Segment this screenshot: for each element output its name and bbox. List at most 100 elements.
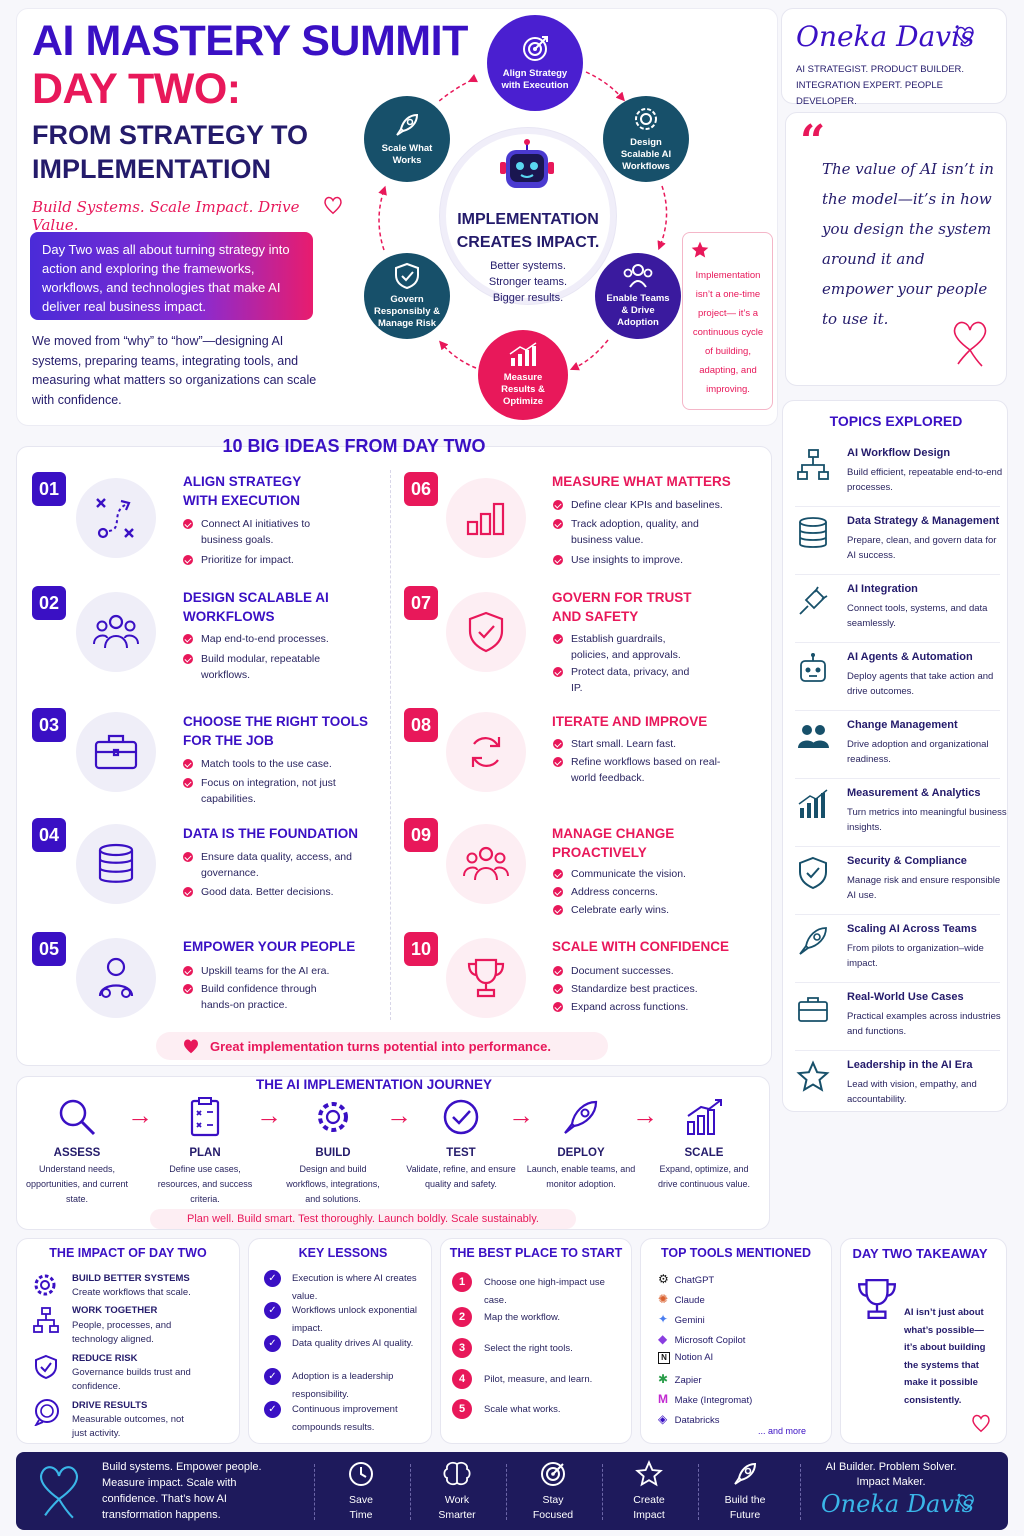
chat-icon [33,1398,61,1431]
briefcase-icon [76,712,156,792]
flowchart-icon [795,447,831,483]
impact-title: BUILD BETTER SYSTEMS [72,1273,190,1284]
claude-icon: ✺ [658,1292,669,1306]
quote-card [785,112,1007,386]
journey-tagline: Plan well. Build smart. Test thoroughly.… [187,1213,539,1225]
idea-bullet: Good data. Better decisions. [183,884,363,900]
star-icon [795,1059,831,1095]
shield-icon [34,1354,58,1385]
idea-bullet: Map end-to-end processes. [183,631,353,647]
tagline: Build Systems. Scale Impact. Drive Value… [32,198,300,234]
idea-number: 03 [32,708,66,742]
tool-item: ✺ Claude [658,1292,705,1306]
takeaway-heading: DAY TWO TAKEAWAY [852,1246,988,1261]
shield-icon [446,592,526,672]
idea-number: 04 [32,818,66,852]
clock-icon [349,1462,373,1486]
footer-divider [410,1464,411,1520]
idea-bullet: Refine workflows based on real-world fee… [553,754,723,786]
ideas-divider [390,470,391,1020]
check-icon: ✓ [264,1302,281,1319]
trophy-icon [446,938,526,1018]
bars-icon [446,478,526,558]
check-circle-icon [443,1099,479,1135]
tool-item: N Notion AI [658,1352,828,1372]
cycle-node-design: Design Scalable AI Workflows [603,96,689,182]
ideas-footer-text: Great implementation turns potential int… [210,1039,551,1054]
journey-card [16,1076,770,1230]
start-card [440,1238,632,1444]
idea-title: ALIGN STRATEGY WITH EXECUTION [183,474,302,508]
heart-icon [34,1462,84,1525]
rocket-icon [564,1100,598,1134]
heart-icon [954,24,976,51]
robot-icon [795,651,831,687]
footer-item: Work Smarter [417,1460,497,1523]
flowchart-icon [32,1306,60,1339]
idea-bullet: Connect AI initiatives to business goals… [183,516,343,548]
rocket-icon [396,113,419,136]
heart-icon [970,1412,992,1439]
tool-item: ◈ Databricks [658,1412,720,1426]
make-icon: M [658,1392,668,1406]
magnifier-icon [59,1099,96,1136]
footer-bar: Build systems. Empower people. Measure i… [16,1452,1008,1530]
chart-icon [795,787,831,823]
strategy-icon [76,478,156,558]
footer-signoff: AI Builder. Problem Solver. Impact Maker… [825,1461,957,1488]
gemini-icon: ✦ [658,1312,669,1326]
briefcase-icon [795,991,831,1027]
quote-mark-icon: “ [800,116,826,167]
cycle-note-card [682,232,773,410]
ideas-heading: 10 BIG IDEAS FROM DAY TWO [222,436,486,456]
database-icon [795,515,831,551]
idea-title: GOVERN FOR TRUST AND SAFETY [552,590,692,624]
footer-divider [800,1464,801,1520]
header-card [16,8,778,426]
footer-message: Build systems. Empower people. Measure i… [102,1461,262,1521]
footer-signature: Oneka Davis [821,1490,974,1518]
tool-item: ⚙ ChatGPT [658,1272,715,1286]
idea-bullet: Start small. Learn fast. [553,736,723,752]
impact-title: DRIVE RESULTS [72,1400,148,1411]
impact-title: REDUCE RISK [72,1353,138,1364]
arrow-icon: → [632,1100,658,1130]
plug-icon [795,583,831,619]
cycle-center-line: Better systems. [490,260,566,272]
cycle-arrows [378,71,668,371]
tool-item: ✦ Gemini [658,1312,705,1326]
footer-divider [506,1464,507,1520]
tool-item: ◆ Microsoft Copilot [658,1332,746,1346]
cycle-node-govern: Govern Responsibly & Manage Risk [364,253,450,339]
page-subtitle-2: IMPLEMENTATION [32,154,271,184]
people-icon [76,592,156,672]
author-card [781,8,1007,104]
idea-title: SCALE WITH CONFIDENCE [552,939,729,954]
notion-icon: N [658,1352,670,1364]
idea-title: DESIGN SCALABLE AI WORKFLOWS [183,590,329,624]
check-icon: ✓ [264,1401,281,1418]
cycle-center-title-2: CREATES IMPACT. [456,234,600,251]
lessons-list: ✓Execution is where AI creates value. ✓W… [262,1268,430,1433]
idea-bullet: Ensure data quality, access, and governa… [183,849,358,881]
lesson-item: ✓Adoption is a leadership responsibility… [262,1366,430,1400]
idea-title: MEASURE WHAT MATTERS [552,474,731,489]
idea-bullet: Document successes. [553,963,723,979]
people-icon [623,264,653,288]
cycle-center-title-1: IMPLEMENTATION [457,211,599,228]
idea-bullet: Communicate the vision. [553,866,723,882]
lesson-item: ✓Workflows unlock exponential impact. [262,1300,430,1334]
idea-title: MANAGE CHANGE PROACTIVELY [552,826,675,860]
robot-icon [496,138,558,205]
lesson-item: ✓Execution is where AI creates value. [262,1268,430,1302]
